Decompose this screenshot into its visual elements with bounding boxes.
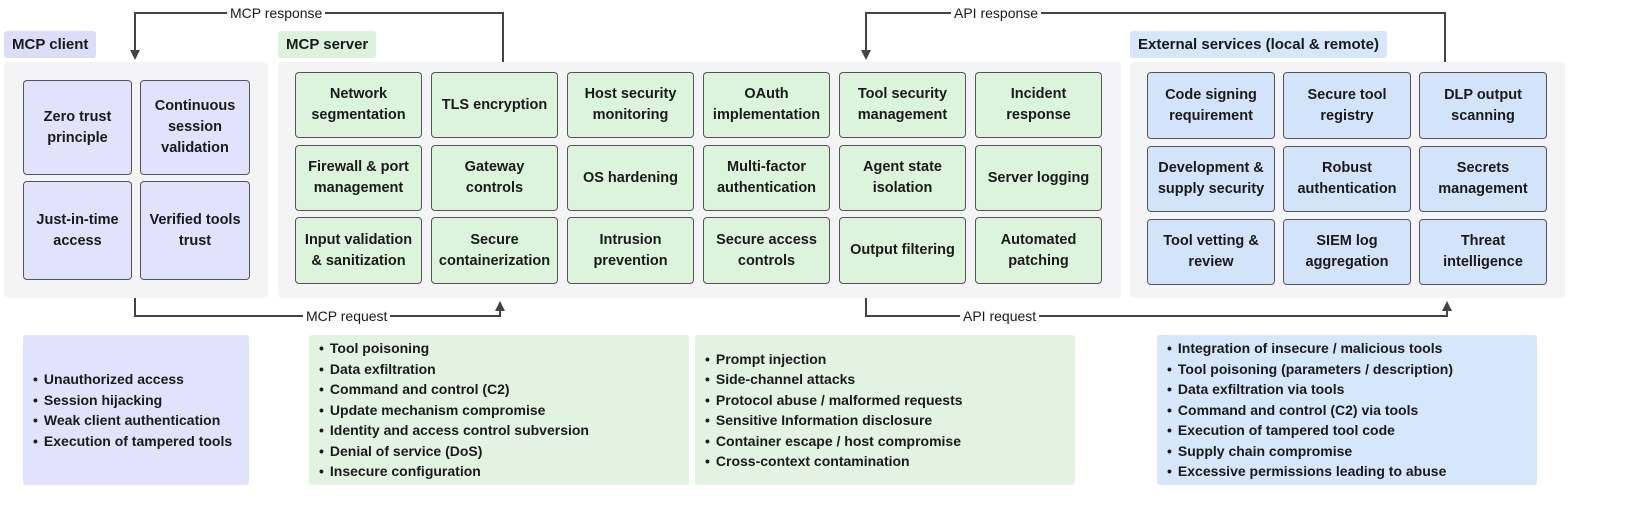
- threat-item: Insecure configuration: [319, 461, 689, 482]
- client-control-box: Just-in-time access: [23, 181, 132, 280]
- server-control-box: Tool security management: [839, 72, 966, 138]
- server-control-box: Gateway controls: [431, 145, 558, 211]
- threat-item: Integration of insecure / malicious tool…: [1167, 338, 1537, 359]
- threat-item: Tool poisoning (parameters / description…: [1167, 359, 1537, 380]
- server-control-box: Server logging: [975, 145, 1102, 211]
- server-control-box: OAuth implementation: [703, 72, 830, 138]
- threat-item: Execution of tampered tool code: [1167, 420, 1537, 441]
- server-control-box: TLS encryption: [431, 72, 558, 138]
- threat-item: Session hijacking: [33, 390, 249, 411]
- client-control-box: Zero trust principle: [23, 80, 132, 175]
- threat-item: Command and control (C2): [319, 379, 689, 400]
- threat-item: Command and control (C2) via tools: [1167, 400, 1537, 421]
- server-control-box: Input validation & sanitization: [295, 217, 422, 284]
- threat-item: Unauthorized access: [33, 369, 249, 390]
- client-control-box: Continuous session validation: [140, 80, 250, 175]
- threat-item: Identity and access control subversion: [319, 420, 689, 441]
- threat-item: Data exfiltration: [319, 359, 689, 380]
- server-control-box: Output filtering: [839, 217, 966, 284]
- mcp-client-title: MCP client: [4, 31, 97, 58]
- external-services-title: External services (local & remote): [1130, 31, 1387, 58]
- threat-item: Container escape / host compromise: [705, 431, 1075, 452]
- api-response-arrow: [861, 12, 1446, 62]
- mcp-request-label: MCP request: [303, 308, 391, 324]
- threat-item: Side-channel attacks: [705, 369, 1075, 390]
- server-control-box: OS hardening: [567, 145, 694, 211]
- server-control-box: Host security monitoring: [567, 72, 694, 138]
- api-request-label: API request: [960, 308, 1040, 324]
- external-control-box: Threat intelligence: [1419, 219, 1547, 285]
- server-control-box: Secure containerization: [431, 217, 558, 284]
- mcp-server-title: MCP server: [278, 31, 377, 58]
- threat-item: Prompt injection: [705, 349, 1075, 370]
- client-threats: Unauthorized access Session hijacking We…: [23, 335, 249, 485]
- server-control-box: Multi-factor authentication: [703, 145, 830, 211]
- threat-item: Supply chain compromise: [1167, 441, 1537, 462]
- server-control-box: Firewall & port management: [295, 145, 422, 211]
- threat-item: Weak client authentication: [33, 410, 249, 431]
- external-control-box: Secrets management: [1419, 146, 1547, 212]
- threat-item: Protocol abuse / malformed requests: [705, 390, 1075, 411]
- external-threats: Integration of insecure / malicious tool…: [1157, 335, 1537, 485]
- external-control-box: SIEM log aggregation: [1283, 219, 1411, 285]
- threat-item: Denial of service (DoS): [319, 441, 689, 462]
- client-control-box: Verified tools trust: [140, 181, 250, 280]
- server-control-box: Agent state isolation: [839, 145, 966, 211]
- api-request-arrow: [865, 298, 1452, 317]
- external-control-box: Secure tool registry: [1283, 72, 1411, 139]
- threat-item: Update mechanism compromise: [319, 400, 689, 421]
- external-control-box: Tool vetting & review: [1147, 219, 1275, 285]
- server-control-box: Automated patching: [975, 217, 1102, 284]
- server-control-box: Incident response: [975, 72, 1102, 138]
- threat-item: Sensitive Information disclosure: [705, 410, 1075, 431]
- server-threats-left: Tool poisoning Data exfiltration Command…: [309, 335, 689, 485]
- external-control-box: DLP output scanning: [1419, 72, 1547, 139]
- threat-item: Tool poisoning: [319, 338, 689, 359]
- external-control-box: Robust authentication: [1283, 146, 1411, 212]
- threat-item: Execution of tampered tools: [33, 431, 249, 452]
- threat-item: Excessive permissions leading to abuse: [1167, 461, 1537, 482]
- threat-item: Cross-context contamination: [705, 451, 1075, 472]
- server-control-box: Secure access controls: [703, 217, 830, 284]
- server-threats-right: Prompt injection Side-channel attacks Pr…: [695, 335, 1075, 485]
- api-response-label: API response: [951, 5, 1042, 21]
- server-control-box: Network segmentation: [295, 72, 422, 138]
- external-control-box: Development & supply security: [1147, 146, 1275, 212]
- server-control-box: Intrusion prevention: [567, 217, 694, 284]
- external-control-box: Code signing requirement: [1147, 72, 1275, 139]
- mcp-response-label: MCP response: [227, 5, 326, 21]
- threat-item: Data exfiltration via tools: [1167, 379, 1537, 400]
